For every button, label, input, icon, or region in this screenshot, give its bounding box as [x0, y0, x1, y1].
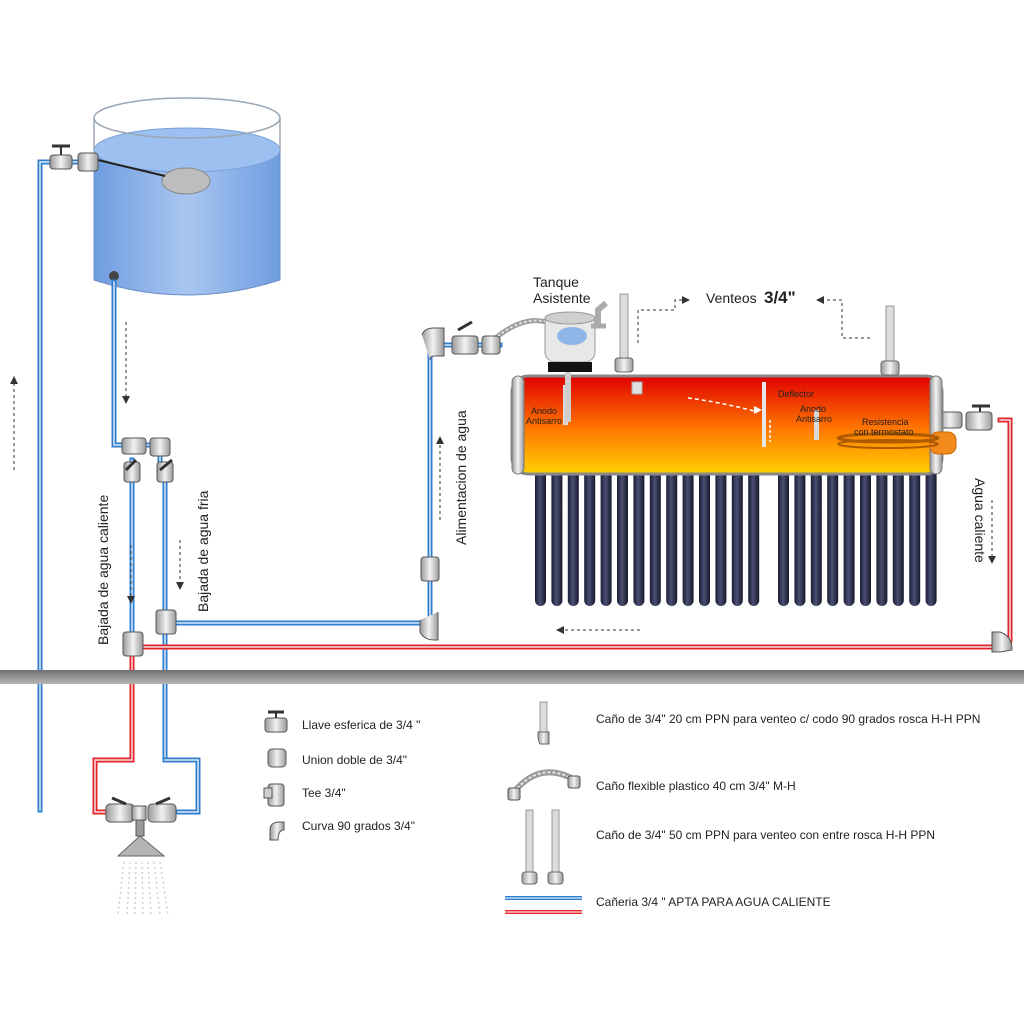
- assist-tank-label-line2: Asistente: [533, 290, 591, 306]
- vacuum-tube: [699, 448, 710, 606]
- vent-pipe-long-icon: [521, 809, 564, 885]
- double-union-icon: [267, 748, 287, 768]
- flexible-hose-icon: [507, 769, 581, 801]
- vacuum-tube: [876, 448, 888, 606]
- union-feed: [420, 556, 440, 582]
- resistance-label-2: con termostato: [854, 427, 914, 437]
- vent-pipes: [595, 293, 900, 376]
- elbow-feed-bottom: [419, 612, 439, 641]
- vacuum-tube: [682, 448, 694, 606]
- elbow-icon: [269, 821, 285, 841]
- assist-tank-label-line1: Tanque: [533, 274, 579, 290]
- arrow-heads: [10, 296, 996, 634]
- hot-outlet-valve: [937, 404, 993, 431]
- tee-fitting-hot: [122, 631, 144, 657]
- tee-fitting-top: [121, 437, 174, 483]
- vacuum-tube: [535, 448, 546, 606]
- tee-fitting-cold: [155, 609, 177, 635]
- shower-head-icon: [116, 835, 166, 857]
- water-feed-label: Alimentacion de agua: [453, 410, 469, 545]
- legend-vent-pipe-short: Caño de 3/4" 20 cm PPN para venteo c/ co…: [596, 712, 980, 726]
- tank-outlet-icon: [109, 271, 119, 281]
- solar-water-heater: [510, 374, 957, 606]
- vacuum-tube: [666, 448, 678, 606]
- anode-left-label-2: Antisarro: [526, 416, 562, 426]
- feed-valve: [451, 320, 501, 355]
- vacuum-tube: [600, 448, 612, 606]
- deflector-icon: [762, 382, 766, 447]
- vacuum-tube: [731, 448, 743, 606]
- floor-slab: [0, 670, 1024, 684]
- vacuum-tube: [567, 448, 579, 606]
- water-spray: [117, 861, 169, 916]
- elbow-hot-return: [991, 631, 1013, 653]
- hot-down-label: Bajada de agua caliente: [95, 495, 111, 645]
- vacuum-tube: [827, 448, 839, 606]
- vents-label: Venteos: [706, 290, 757, 306]
- vacuum-tube: [925, 448, 937, 606]
- legend-pipe-pair: Cañeria 3/4 " APTA PARA AGUA CALIENTE: [596, 895, 831, 909]
- legend-double-union: Union doble de 3/4": [302, 753, 407, 767]
- cold-down-label: Bajada de agua fria: [195, 490, 211, 612]
- shower-mixer: [105, 796, 177, 837]
- vacuum-tube: [649, 448, 661, 606]
- hot-water-label: Agua caliente: [972, 478, 988, 563]
- float-valve-icon: [161, 167, 211, 195]
- pipe-pair-icon: [505, 896, 582, 914]
- vacuum-tube: [909, 448, 921, 606]
- legend-vent-pipe-long: Caño de 3/4" 50 cm PPN para venteo con e…: [596, 828, 935, 842]
- vacuum-tube: [794, 448, 806, 606]
- ball-valve-icon: [264, 710, 288, 733]
- anode-left-label-1: Anodo: [531, 406, 557, 416]
- anode-right-label-1: Anodo: [800, 404, 826, 414]
- vacuum-tube: [584, 448, 596, 606]
- legend-flexible-hose: Caño flexible plastico 40 cm 3/4" M-H: [596, 779, 796, 793]
- resistance-label-1: Resistencia: [862, 417, 909, 427]
- legend-ball-valve: Llave esferica de 3/4 ": [302, 718, 420, 732]
- vacuum-tube: [715, 448, 727, 606]
- flow-arrows: [13, 299, 993, 631]
- elbow-feed-top: [421, 327, 445, 361]
- deflector-label: Deflector: [778, 389, 814, 399]
- vacuum-tube: [860, 448, 871, 606]
- legend-tee: Tee 3/4": [302, 786, 346, 800]
- assist-tank: [544, 311, 606, 422]
- vacuum-tube: [778, 448, 789, 606]
- vents-size-label: 3/4": [764, 288, 796, 307]
- vacuum-tube: [810, 448, 822, 606]
- anode-right-label-2: Antisarro: [796, 414, 832, 424]
- top-inlet-valve: [49, 144, 99, 172]
- vacuum-tube: [843, 448, 855, 606]
- vacuum-tube: [892, 448, 904, 606]
- vacuum-tube: [551, 448, 563, 606]
- vacuum-tube: [748, 448, 760, 606]
- storage-tank: [93, 97, 281, 296]
- anode-right-icon: [814, 410, 819, 440]
- legend-elbow: Curva 90 grados 3/4": [302, 819, 415, 833]
- tee-icon: [263, 783, 285, 807]
- vacuum-tube: [617, 448, 628, 606]
- vent-pipe-short-icon: [537, 701, 550, 745]
- vacuum-tube: [633, 448, 645, 606]
